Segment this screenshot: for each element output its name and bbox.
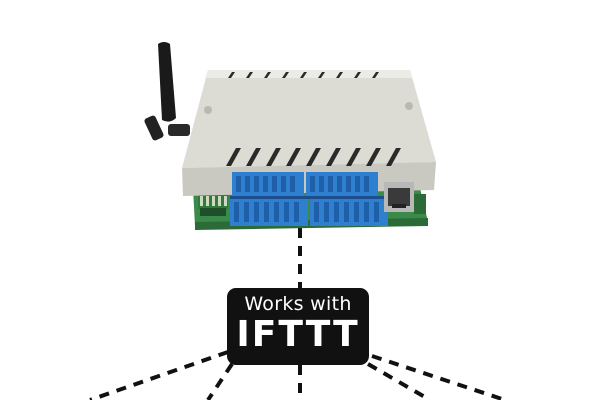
dashed-line-right [366,362,432,400]
dashed-line-left [206,362,234,400]
top-vent-slots [228,72,379,78]
dashed-line-far-right [371,354,506,400]
terminal-blocks [230,172,388,226]
antenna-icon [144,42,190,141]
front-vent-slots [226,148,401,166]
badge-line-ifttt: IFTTT [236,314,360,355]
dashed-line-far-left [89,350,229,400]
ethernet-port-icon [384,182,426,214]
works-with-ifttt-badge: Works with IFTTT [227,288,369,365]
badge-line-works-with: Works with [244,293,352,315]
dashed-connectors [89,228,506,400]
